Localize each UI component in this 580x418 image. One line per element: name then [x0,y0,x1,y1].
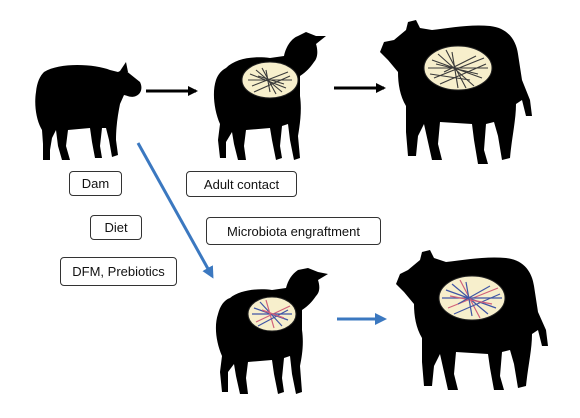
label-adult-contact: Adult contact [186,171,297,197]
newborn-calf-silhouette [35,62,142,160]
rumen-bottom-middle [247,296,297,332]
adult-cow-top-silhouette [380,20,532,164]
label-diet: Diet [90,215,142,240]
label-microbiota-engraftment: Microbiota engraftment [206,217,381,245]
rumen-top-right [423,45,493,91]
label-dfm-prebiotics: DFM, Prebiotics [60,257,177,286]
arrow-newborn-to-engrafted-calf [136,142,214,279]
label-dam: Dam [69,171,122,196]
rumen-top-middle [241,61,299,99]
rumen-bottom-right [438,275,506,321]
